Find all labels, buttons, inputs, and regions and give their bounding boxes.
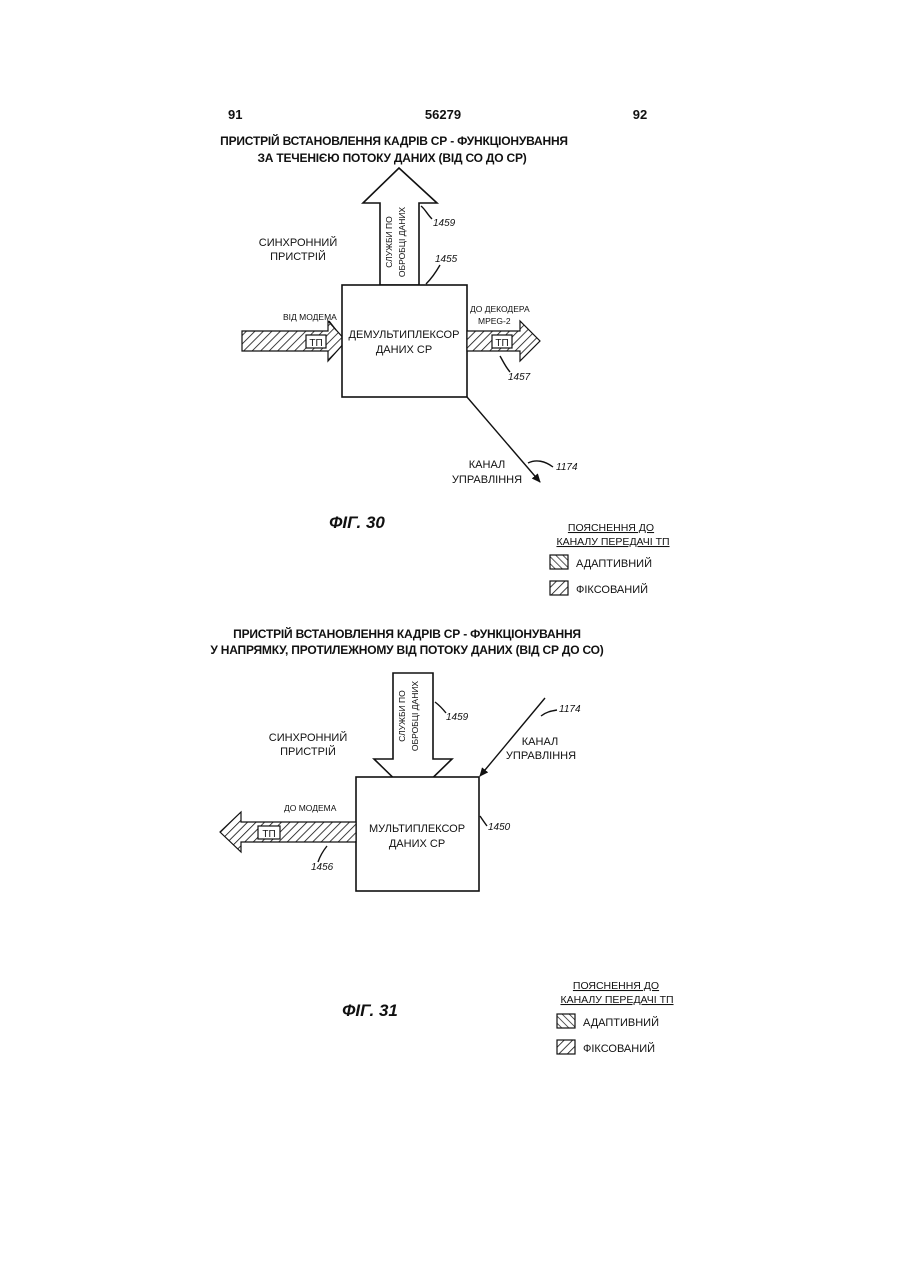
fig30-ref-1459: 1459 xyxy=(433,218,456,229)
fig31-ref-1174: 1174 xyxy=(559,704,581,715)
fig30-control-channel-label-line2: УПРАВЛІННЯ xyxy=(452,474,522,486)
fig30-demultiplexer-box xyxy=(342,285,467,397)
fig31-sync-device-label-line2: ПРИСТРІЙ xyxy=(280,745,336,758)
fig31-sync-device-label-line1: СИНХРОННИЙ xyxy=(269,731,347,744)
fig30-ref-1174: 1174 xyxy=(556,462,578,473)
fig30-tp-label-right: ТП xyxy=(495,338,508,349)
fig30-to-decoder-label-line1: ДО ДЕКОДЕРА xyxy=(470,304,530,314)
fig30-legend-adaptive-swatch xyxy=(550,555,568,569)
fig30-ref-1457: 1457 xyxy=(508,372,531,383)
fig31-services-arrow-label-line2: ОБРОБЦІ ДАНИХ xyxy=(410,681,420,752)
fig30-legend-fixed-label: ФІКСОВАНИЙ xyxy=(576,583,648,596)
fig30-ref-1459-leader xyxy=(421,206,432,219)
fig31-ref-1456-leader xyxy=(318,846,327,862)
fig30-caption: ФІГ. 30 xyxy=(329,513,385,532)
fig30-services-arrow-label-line1: СЛУЖБИ ПО xyxy=(384,216,394,268)
fig31-ref-1450-leader xyxy=(480,816,487,826)
fig30-title-line1: ПРИСТРІЙ ВСТАНОВЛЕННЯ КАДРІВ СР - ФУНКЦІ… xyxy=(220,133,568,148)
fig30-services-arrow-label-line2: ОБРОБЦІ ДАНИХ xyxy=(397,207,407,278)
fig30-ref-1457-leader xyxy=(500,356,510,372)
fig30-sync-device-label-line1: СИНХРОННИЙ xyxy=(259,236,337,249)
fig31-caption: ФІГ. 31 xyxy=(342,1001,398,1020)
fig31-multiplexer-label-line1: МУЛЬТИПЛЕКСОР xyxy=(369,823,465,835)
fig30-input-arrow-from-modem xyxy=(242,321,346,361)
fig31-legend-title-line2: КАНАЛУ ПЕРЕДАЧІ ТП xyxy=(560,994,673,1006)
page-number-left: 91 xyxy=(228,107,242,122)
fig30-legend-title-line2: КАНАЛУ ПЕРЕДАЧІ ТП xyxy=(556,536,669,548)
figure-30: ПРИСТРІЙ ВСТАНОВЛЕННЯ КАДРІВ СР - ФУНКЦІ… xyxy=(220,133,669,596)
fig31-ref-1174-leader xyxy=(541,710,557,716)
fig31-ref-1459: 1459 xyxy=(446,712,469,723)
page-header: 91 56279 92 xyxy=(228,107,647,122)
fig30-demultiplexer-label-line1: ДЕМУЛЬТИПЛЕКСОР xyxy=(349,329,460,341)
fig31-ref-1459-leader xyxy=(435,702,446,713)
fig30-from-modem-label: ВІД МОДЕМА xyxy=(283,312,337,322)
fig30-legend: ПОЯСНЕННЯ ДО КАНАЛУ ПЕРЕДАЧІ ТП АДАПТИВН… xyxy=(550,522,670,596)
fig31-title-line1: ПРИСТРІЙ ВСТАНОВЛЕННЯ КАДРІВ СР - ФУНКЦІ… xyxy=(233,626,581,641)
fig30-control-channel-label-line1: КАНАЛ xyxy=(469,459,506,471)
fig30-legend-fixed-swatch xyxy=(550,581,568,595)
fig31-to-modem-label: ДО МОДЕМА xyxy=(284,803,337,813)
fig31-multiplexer-label-line2: ДАНИХ СР xyxy=(389,838,445,850)
fig30-legend-adaptive-label: АДАПТИВНИЙ xyxy=(576,557,652,570)
fig31-control-channel-label-line2: УПРАВЛІННЯ xyxy=(506,750,576,762)
fig30-ref-1174-leader xyxy=(528,461,553,467)
fig30-ref-1455: 1455 xyxy=(435,254,458,265)
fig31-legend-fixed-swatch xyxy=(557,1040,575,1054)
fig31-output-arrow-to-modem xyxy=(220,812,356,852)
fig30-demultiplexer-label-line2: ДАНИХ СР xyxy=(376,344,432,356)
fig31-ref-1456: 1456 xyxy=(311,862,334,873)
figure-31: ПРИСТРІЙ ВСТАНОВЛЕННЯ КАДРІВ СР - ФУНКЦІ… xyxy=(210,626,673,1055)
fig30-sync-device-label-line2: ПРИСТРІЙ xyxy=(270,250,326,263)
fig31-legend-fixed-label: ФІКСОВАНИЙ xyxy=(583,1042,655,1055)
fig31-legend-adaptive-swatch xyxy=(557,1014,575,1028)
fig30-legend-title-line1: ПОЯСНЕННЯ ДО xyxy=(568,522,654,534)
fig31-services-arrow-label-line1: СЛУЖБИ ПО xyxy=(397,690,407,742)
patent-number: 56279 xyxy=(425,107,461,122)
fig31-legend-adaptive-label: АДАПТИВНИЙ xyxy=(583,1016,659,1029)
fig31-control-channel-label-line1: КАНАЛ xyxy=(522,736,559,748)
fig31-legend-title-line1: ПОЯСНЕННЯ ДО xyxy=(573,980,659,992)
fig30-to-decoder-label-line2: MPEG-2 xyxy=(478,316,511,326)
fig31-title-line2: У НАПРЯМКУ, ПРОТИЛЕЖНОМУ ВІД ПОТОКУ ДАНИ… xyxy=(210,643,603,657)
fig30-ref-1455-leader xyxy=(426,265,440,284)
fig31-tp-label: ТП xyxy=(262,829,275,840)
fig30-title-line2: ЗА ТЕЧЕНІЄЮ ПОТОКУ ДАНИХ (ВІД СО ДО СР) xyxy=(257,151,526,165)
fig30-tp-label-left: ТП xyxy=(309,338,322,349)
fig31-legend: ПОЯСНЕННЯ ДО КАНАЛУ ПЕРЕДАЧІ ТП АДАПТИВН… xyxy=(557,980,674,1055)
fig31-ref-1450: 1450 xyxy=(488,822,511,833)
page-number-right: 92 xyxy=(633,107,647,122)
